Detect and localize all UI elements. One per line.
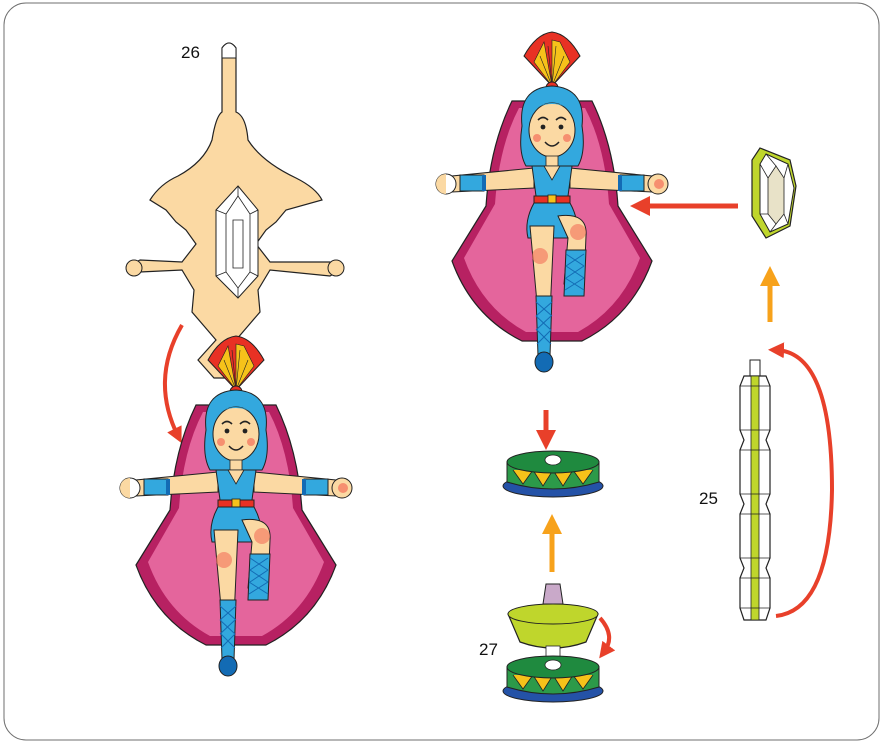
folded-crystal-icon (752, 148, 796, 238)
step-label-27: 27 (479, 640, 498, 660)
diagram-frame (4, 3, 879, 740)
step-label-25: 25 (699, 489, 718, 509)
stand-base-top (503, 451, 603, 497)
crystal-window-icon (216, 186, 258, 298)
step-label-26: 26 (181, 43, 200, 63)
